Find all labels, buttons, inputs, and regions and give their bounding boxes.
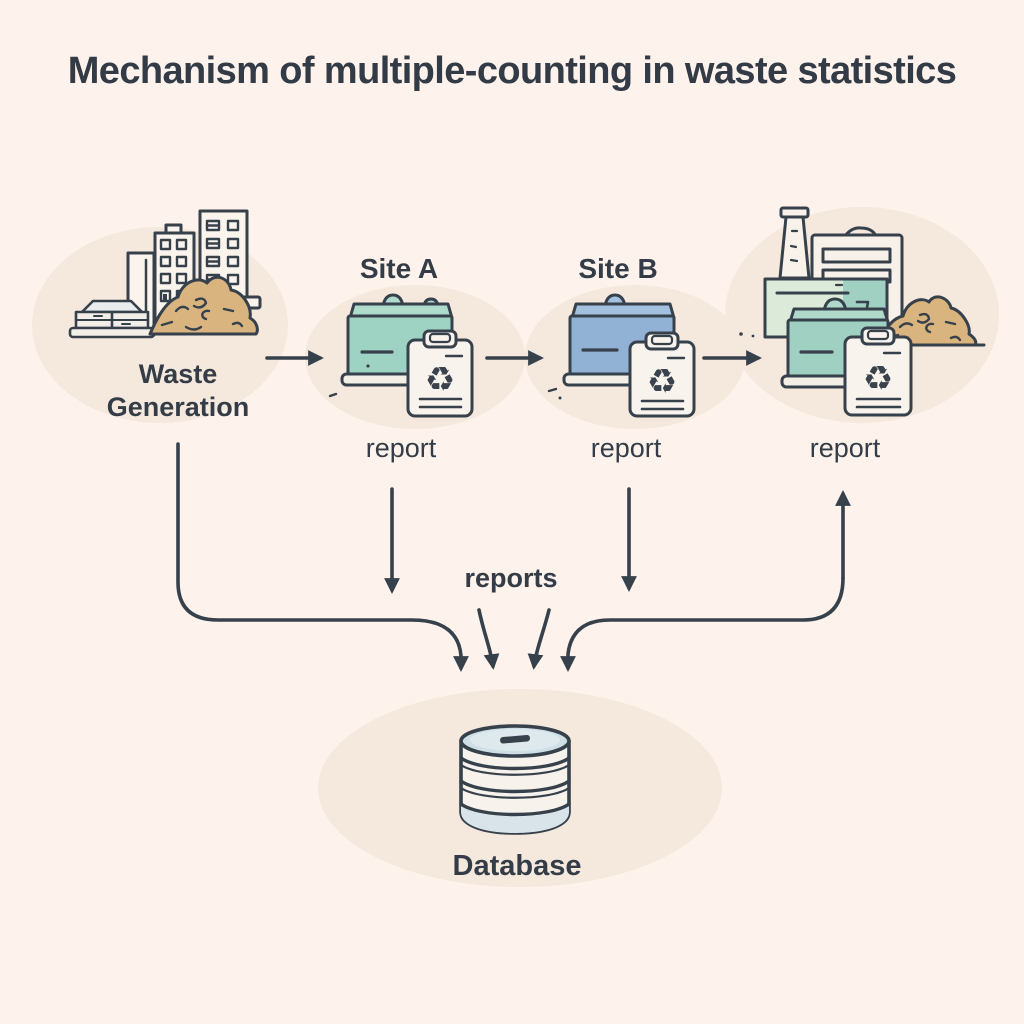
curve-waste-to-database [176,442,469,672]
waste-pile-icon [148,275,259,336]
waste-generation-illustration [68,209,262,339]
report-clipboard-icon: ♻ [406,329,474,418]
site-a-illustration: ♻ [340,293,474,418]
curve-report-b-to-database [527,608,551,670]
recycle-icon: ♻ [647,362,677,402]
report-clipboard-icon: ♻ [843,326,913,417]
connectors [176,332,851,672]
site-b-illustration: ♻ [562,293,696,418]
recycle-icon: ♻ [425,360,455,400]
factory-illustration: ♻ [763,206,986,417]
curve-factory-to-database [560,576,845,672]
recycle-icon: ♻ [863,359,893,399]
ink-specks [328,332,755,400]
chimney-icon [778,206,811,280]
curve-report-a-to-database [477,608,500,670]
factory-waste-pile-icon [876,295,986,347]
database-icon [459,724,571,835]
report-clipboard-icon: ♻ [628,331,696,418]
